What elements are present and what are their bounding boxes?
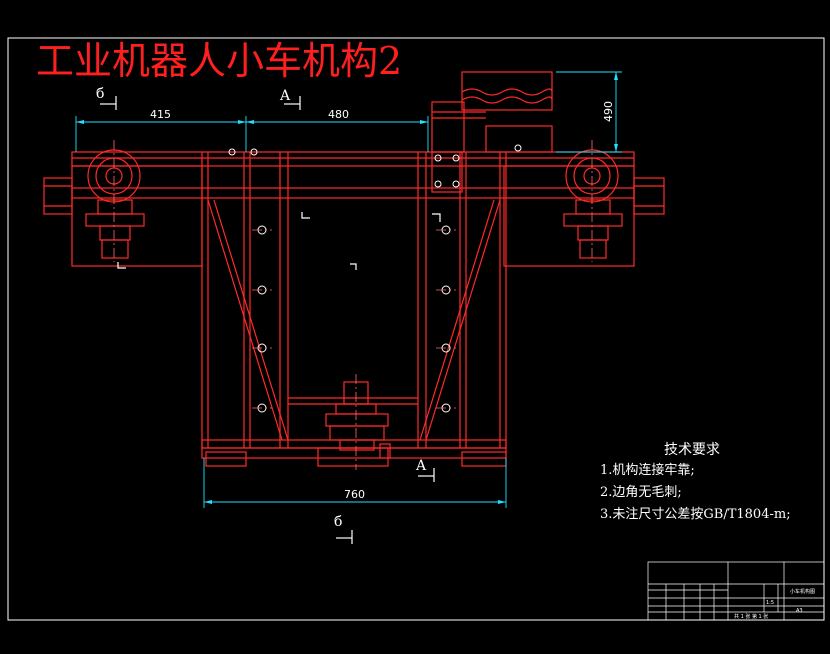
trolley-structure bbox=[71, 71, 635, 459]
center-lines bbox=[113, 140, 593, 470]
dimension-arrows bbox=[76, 72, 618, 504]
title-block-scale: 1:5 bbox=[766, 600, 774, 606]
view-marks bbox=[117, 212, 441, 270]
tech-requirements-heading: 技术要求 bbox=[664, 442, 720, 458]
tech-requirement-1: 1.机构连接牢靠; bbox=[600, 462, 695, 478]
section-label-b-top: б bbox=[96, 86, 104, 102]
drawing-title: 工业机器人小车机构2 bbox=[36, 39, 402, 83]
drawing-border bbox=[7, 37, 825, 621]
title-block bbox=[647, 561, 825, 621]
section-label-a-top: A bbox=[279, 88, 291, 104]
section-label-a-bottom: A bbox=[415, 458, 427, 474]
dimension-lines bbox=[75, 71, 622, 508]
tech-requirement-3: 3.未注尺寸公差按GB/T1804-m; bbox=[600, 507, 791, 522]
dimension-415: 415 bbox=[150, 108, 171, 121]
dimension-480: 480 bbox=[328, 108, 349, 121]
title-block-drawing-name: 小车机构图 bbox=[790, 588, 815, 595]
title-block-sheet-size: A3 bbox=[796, 608, 803, 614]
title-block-sheets: 共 1 张 第 1 张 bbox=[734, 613, 768, 620]
section-markers bbox=[100, 96, 435, 544]
section-label-b-bottom: б bbox=[334, 514, 342, 530]
dimension-490: 490 bbox=[602, 101, 615, 122]
dimension-760: 760 bbox=[344, 488, 365, 501]
bolt-markers bbox=[228, 144, 522, 413]
tech-requirement-2: 2.边角无毛刺; bbox=[600, 485, 682, 500]
